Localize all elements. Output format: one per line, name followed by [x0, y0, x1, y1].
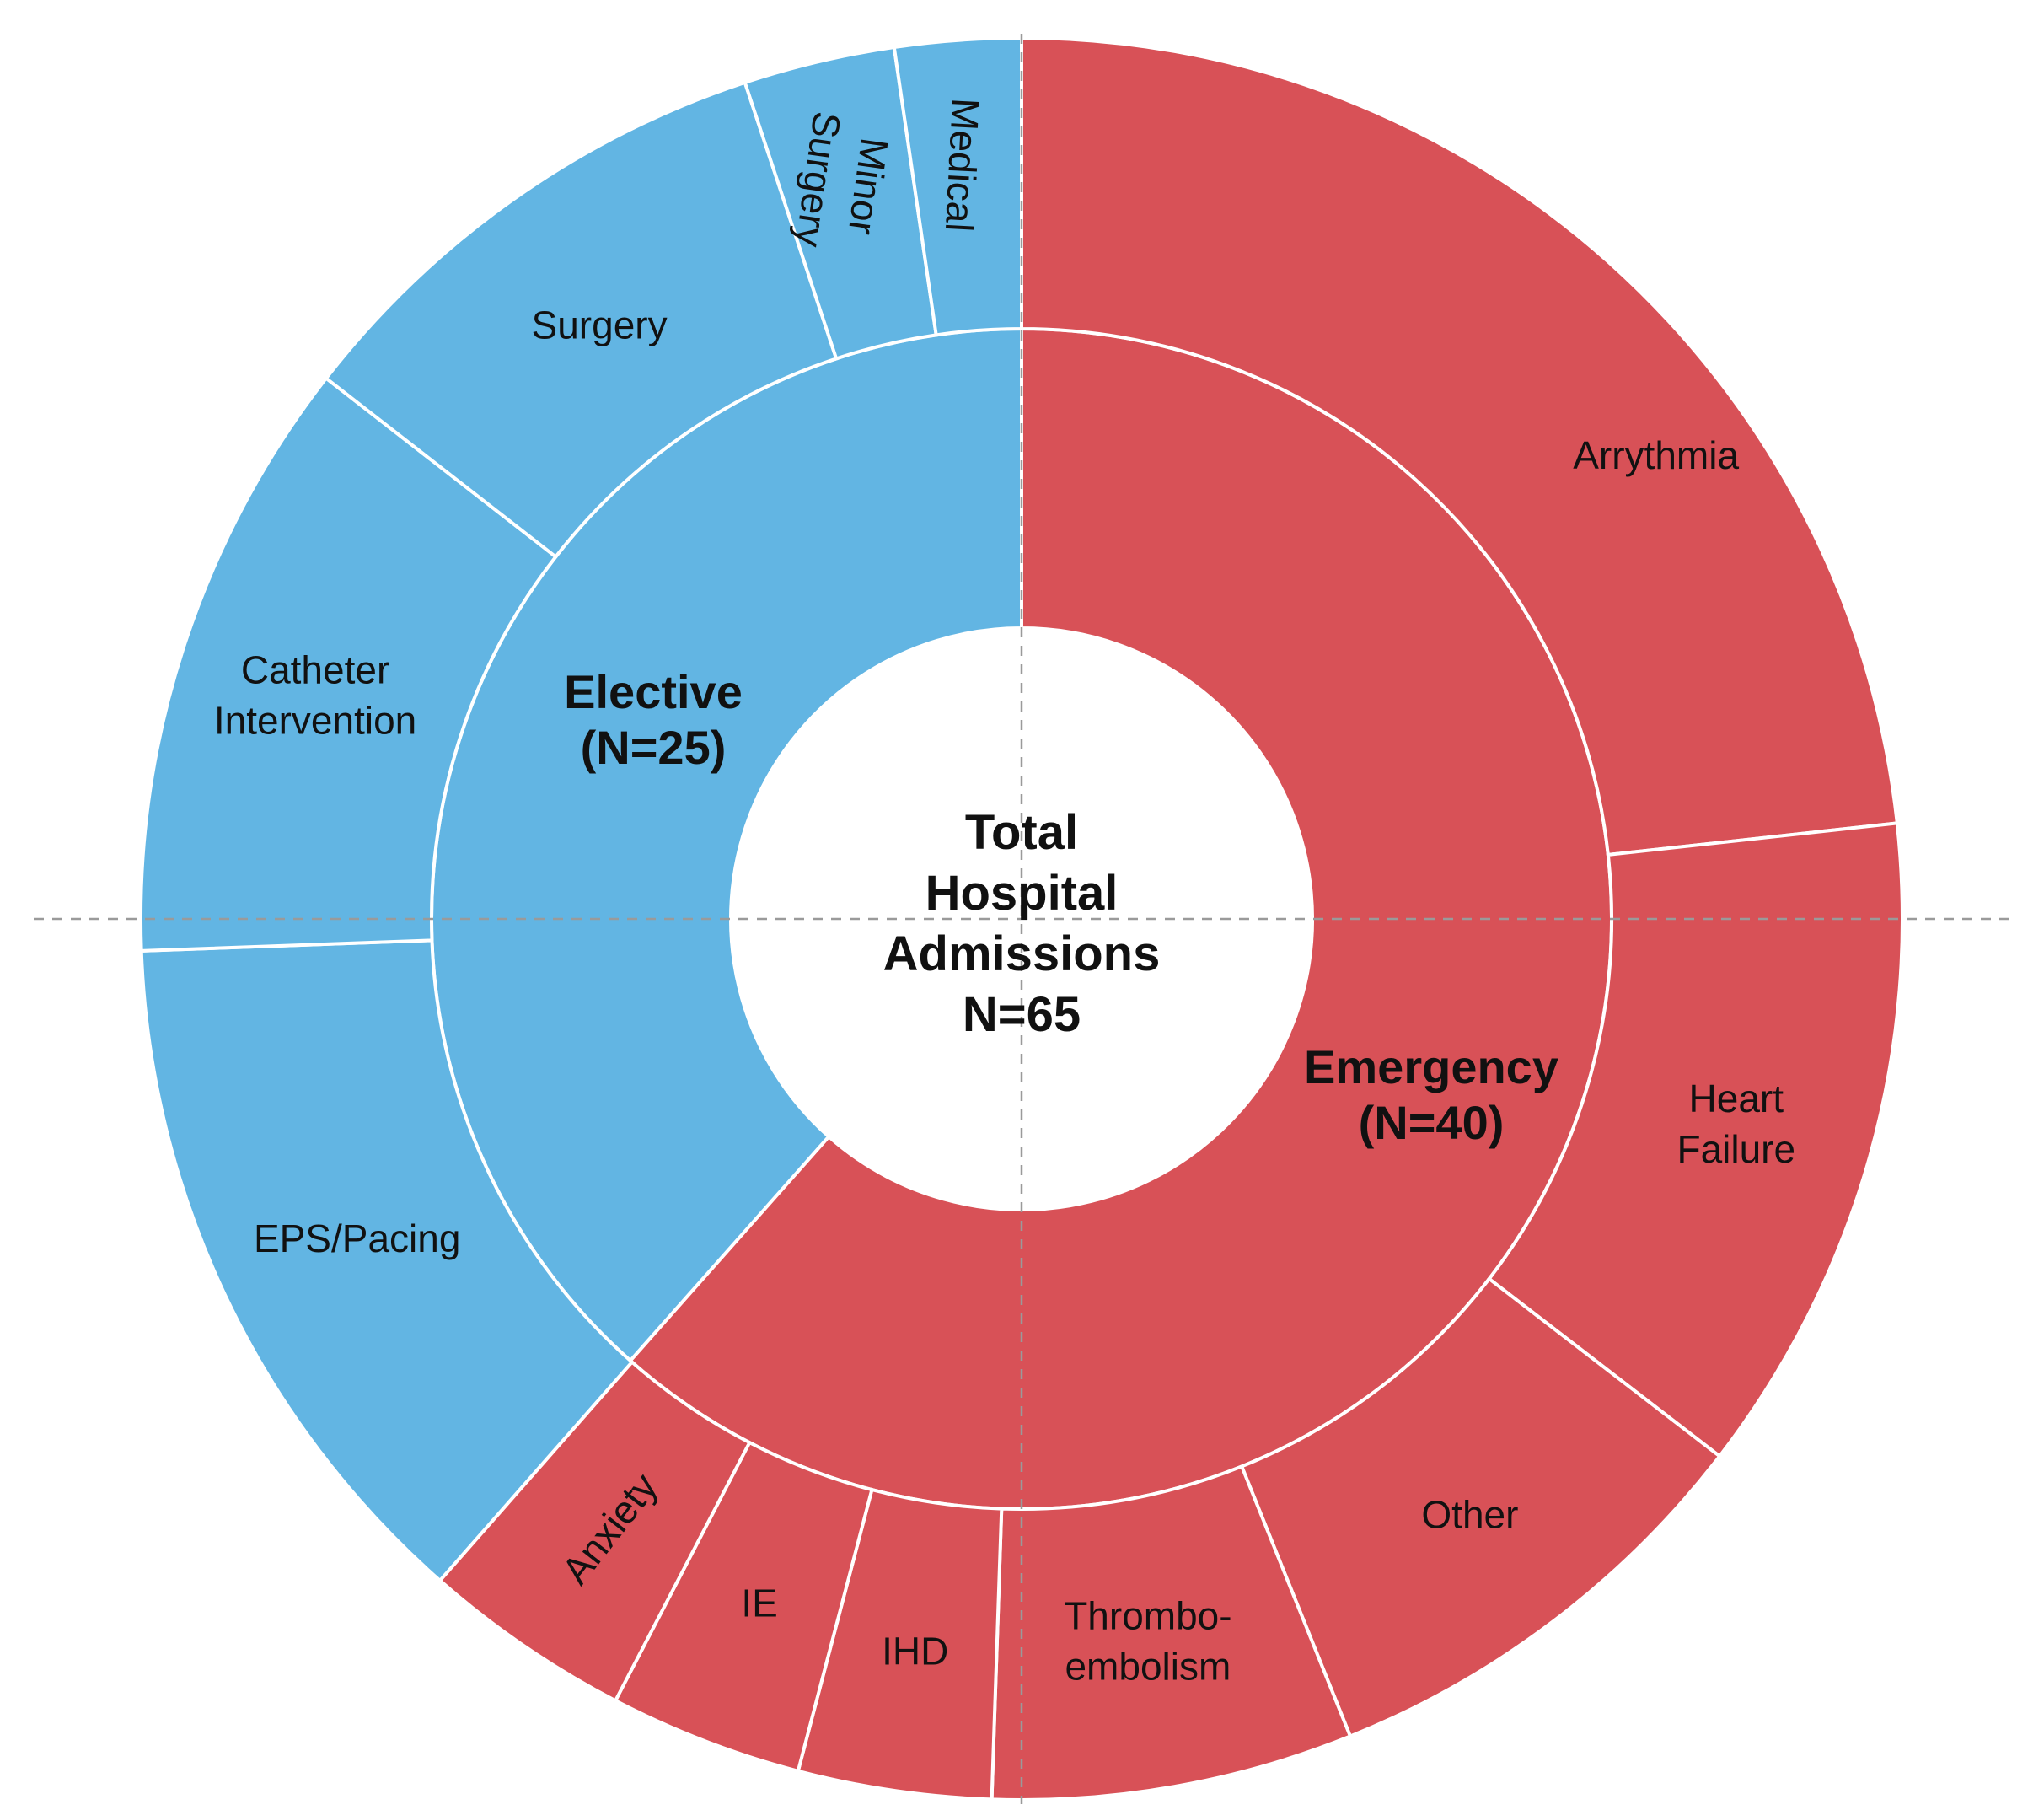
outer-label-ie: IE [741, 1582, 777, 1625]
inner-label-emergency: Emergency(N=40) [1304, 1040, 1558, 1149]
outer-segment-heart-failure [1486, 821, 1904, 1459]
outer-label-medical: Medical [937, 97, 988, 233]
outer-label-eps-pacing: EPS/Pacing [254, 1217, 460, 1260]
outer-segment-eps-pacing [139, 938, 635, 1583]
outer-segment-arrythmia [1020, 35, 1900, 857]
outer-label-other: Other [1421, 1493, 1518, 1537]
outer-label-thrombo-embolism: Thrombo-embolism [1064, 1593, 1231, 1688]
outer-segment-catheter-intervention [139, 375, 559, 953]
guide-lines [34, 34, 2010, 1804]
inner-label-elective: Elective(N=25) [564, 665, 743, 774]
chart-segments [139, 35, 1904, 1802]
outer-label-arrythmia: Arrythmia [1573, 433, 1739, 477]
outer-label-ihd: IHD [882, 1629, 948, 1673]
outer-label-surgery: Surgery [532, 303, 668, 347]
